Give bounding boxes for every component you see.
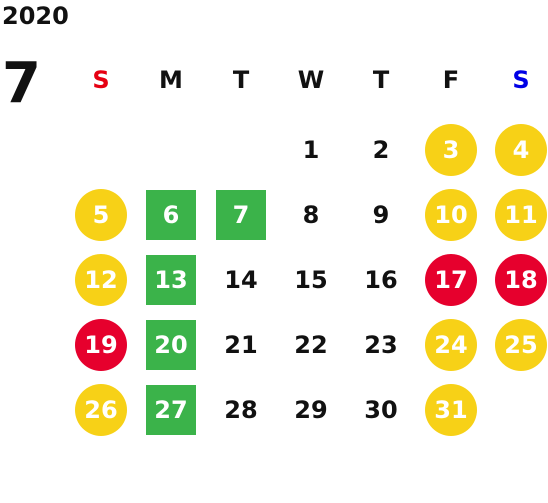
highlight-circle [425,254,477,306]
day-cell[interactable]: 6 [144,188,198,242]
day-cell[interactable]: 17 [424,253,478,307]
day-number: 7 [232,201,250,229]
day-cell[interactable]: 30 [354,383,408,437]
weekday-label: T [372,66,390,94]
highlight-circle [425,319,477,371]
weekday-label: W [297,66,325,94]
day-number: 8 [302,201,320,229]
day-cell[interactable]: 5 [74,188,128,242]
day-number: 19 [84,331,118,359]
highlight-square [146,255,196,305]
day-cell[interactable]: 28 [214,383,268,437]
day-cell[interactable]: 1 [284,123,338,177]
day-cell[interactable]: 29 [284,383,338,437]
day-number: 20 [154,331,188,359]
highlight-circle [495,124,547,176]
day-number: 12 [84,266,118,294]
day-number: 15 [294,266,328,294]
highlight-circle [75,319,127,371]
highlight-circle [75,189,127,241]
weekday-label: S [512,66,530,94]
day-number: 10 [434,201,468,229]
day-number: 9 [372,201,390,229]
highlight-circle [495,319,547,371]
day-cell[interactable]: 2 [354,123,408,177]
highlight-circle [75,254,127,306]
day-number: 4 [512,136,530,164]
day-cell[interactable]: 31 [424,383,478,437]
day-number: 11 [504,201,538,229]
highlight-circle [425,124,477,176]
calendar-month: 7 [2,51,41,116]
day-number: 14 [224,266,258,294]
day-number: 2 [372,136,390,164]
weekday-label: T [232,66,250,94]
day-cell[interactable]: 25 [494,318,548,372]
day-number: 3 [442,136,460,164]
highlight-circle [425,189,477,241]
day-cell[interactable]: 8 [284,188,338,242]
day-cell[interactable]: 12 [74,253,128,307]
day-number: 23 [364,331,398,359]
day-number: 13 [154,266,188,294]
weekday-label: S [92,66,110,94]
day-cell[interactable]: 4 [494,123,548,177]
day-cell[interactable]: 20 [144,318,198,372]
day-number: 17 [434,266,468,294]
highlight-circle [425,384,477,436]
day-cell[interactable]: 23 [354,318,408,372]
day-cell[interactable]: 11 [494,188,548,242]
day-cell[interactable]: 15 [284,253,338,307]
day-number: 27 [154,396,188,424]
highlight-circle [495,254,547,306]
day-cell[interactable]: 26 [74,383,128,437]
day-number: 24 [434,331,468,359]
day-cell[interactable]: 3 [424,123,478,177]
day-number: 30 [364,396,398,424]
day-number: 6 [162,201,180,229]
day-number: 22 [294,331,328,359]
day-number: 26 [84,396,118,424]
day-number: 5 [92,201,110,229]
day-cell[interactable]: 9 [354,188,408,242]
weekday-label: M [159,66,183,94]
day-number: 28 [224,396,258,424]
day-number: 16 [364,266,398,294]
highlight-circle [75,384,127,436]
day-cell[interactable]: 27 [144,383,198,437]
day-cell[interactable]: 14 [214,253,268,307]
day-cell[interactable]: 16 [354,253,408,307]
day-cell[interactable]: 10 [424,188,478,242]
weekday-label: F [442,66,460,94]
day-number: 29 [294,396,328,424]
day-number: 1 [302,136,320,164]
day-number: 18 [504,266,538,294]
highlight-square [146,320,196,370]
day-number: 31 [434,396,468,424]
highlight-square [146,190,196,240]
highlight-square [216,190,266,240]
calendar-year: 2020 [2,2,69,30]
highlight-circle [495,189,547,241]
day-number: 25 [504,331,538,359]
day-cell[interactable]: 7 [214,188,268,242]
day-cell[interactable]: 21 [214,318,268,372]
highlight-square [146,385,196,435]
day-cell[interactable]: 19 [74,318,128,372]
day-number: 21 [224,331,258,359]
day-cell[interactable]: 24 [424,318,478,372]
day-cell[interactable]: 13 [144,253,198,307]
day-cell[interactable]: 22 [284,318,338,372]
day-cell[interactable]: 18 [494,253,548,307]
